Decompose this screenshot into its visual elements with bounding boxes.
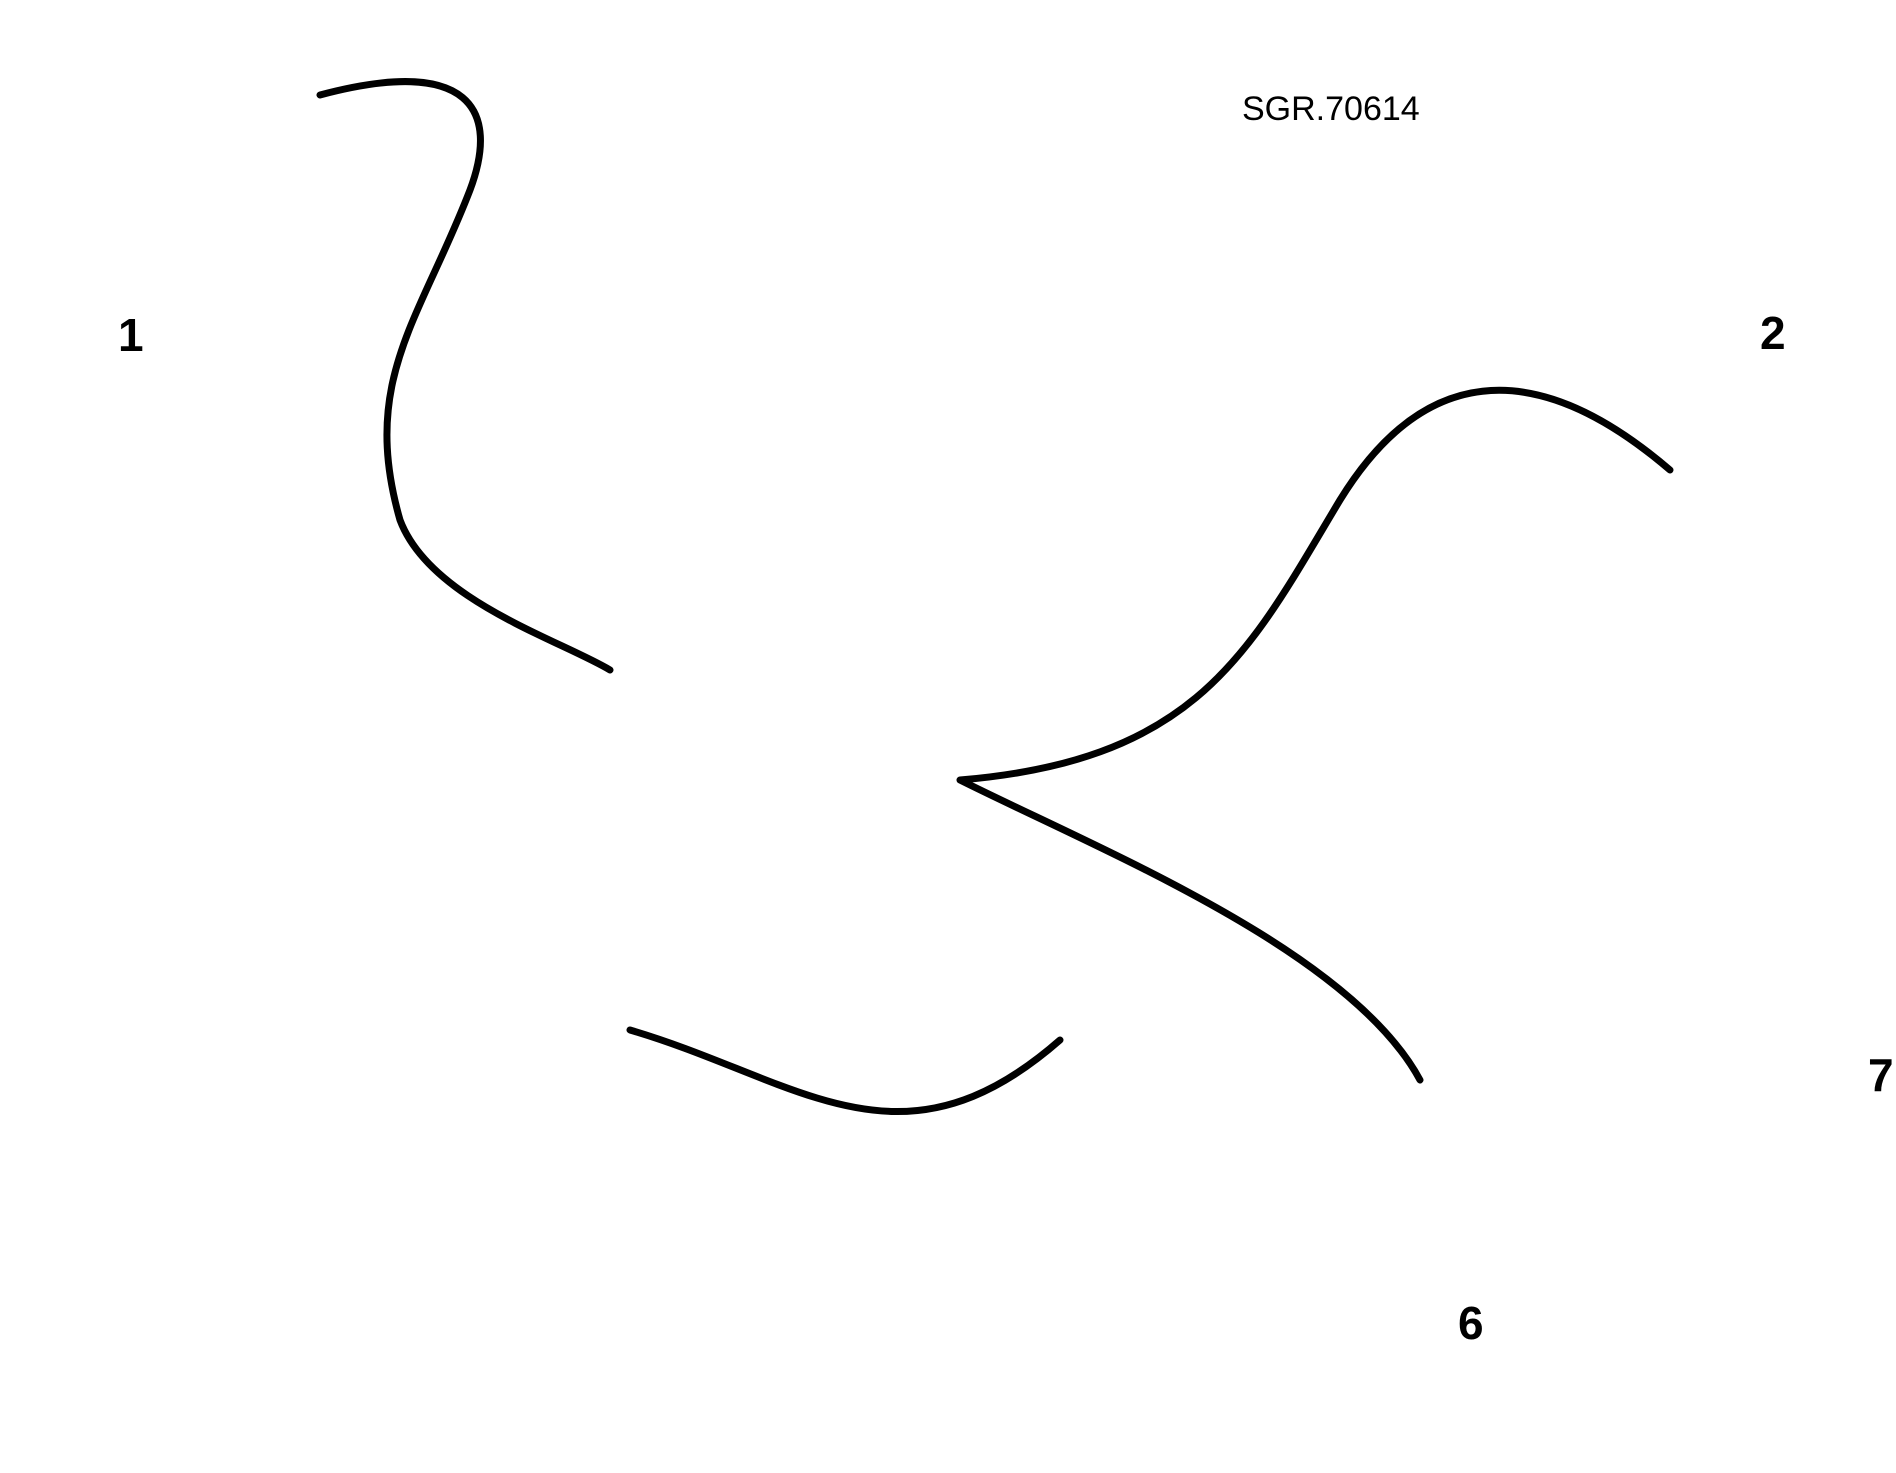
ref-code: SGR.70614: [1242, 90, 1420, 128]
belt-2: [956, 386, 1674, 1084]
callout-6: 6: [1458, 1297, 1484, 1349]
belt-1: [316, 78, 614, 674]
callout-2: 2: [1760, 307, 1786, 359]
callout-1: 1: [118, 309, 144, 361]
belt-11: [626, 1026, 1064, 1116]
callout-7: 7: [1868, 1049, 1894, 1101]
